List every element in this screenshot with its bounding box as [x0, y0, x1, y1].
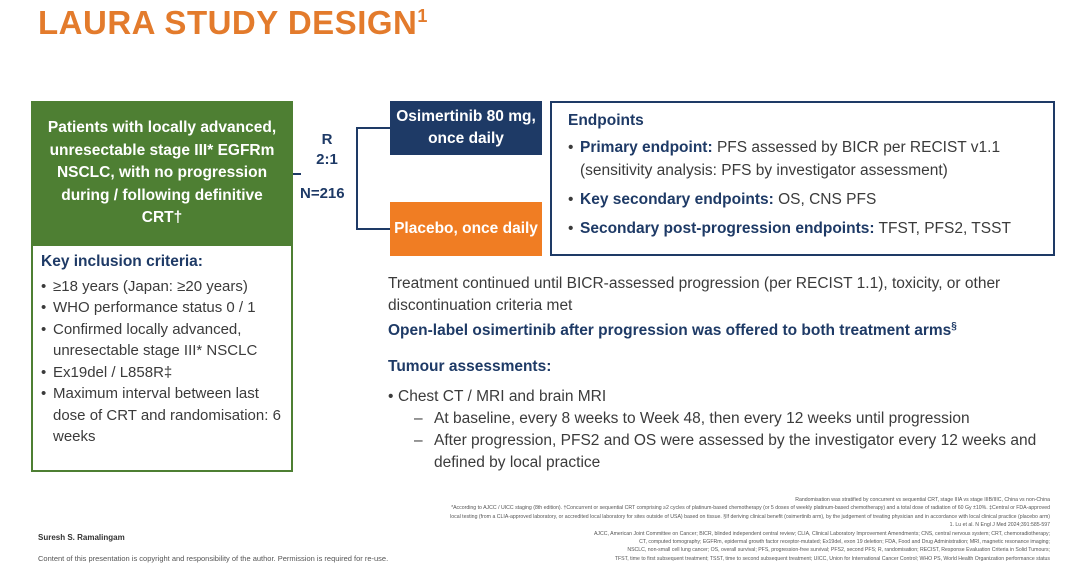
connector-line [293, 173, 301, 175]
inclusion-item: ≥18 years (Japan: ≥20 years) [41, 276, 285, 298]
endpoint-item: Primary endpoint: PFS assessed by BICR p… [568, 136, 1037, 182]
footnote-line: Randomisation was stratified by concurre… [795, 497, 1050, 503]
inclusion-item: WHO performance status 0 / 1 [41, 297, 285, 319]
footnote-line: AJCC, American Joint Committee on Cancer… [593, 530, 1050, 537]
footnote-line: TFST, time to first subsequent treatment… [614, 555, 1050, 562]
patients-box: Patients with locally advanced, unresect… [31, 101, 293, 246]
copyright-notice: Content of this presentation is copyrigh… [38, 554, 389, 563]
placebo-arm: Placebo, once daily [390, 202, 542, 256]
footnote-line: CT, computed tomography; EGFRm, epiderma… [639, 539, 1050, 546]
inclusion-item: Ex19del / L858R‡ [41, 362, 285, 384]
footnotes: Randomisation was stratified by concurre… [360, 496, 1050, 563]
footnote-line: 1. Lu et al. N Engl J Med 2024;391:585-5… [949, 522, 1050, 529]
tumour-subitem: At baseline, every 8 weeks to Week 48, t… [398, 408, 1048, 430]
footnote-line: local testing (from a CLIA-approved labo… [450, 513, 1050, 520]
endpoints-box: Endpoints Primary endpoint: PFS assessed… [550, 101, 1055, 256]
tumour-subitem: After progression, PFS2 and OS were asse… [398, 430, 1048, 474]
footnote-line: *According to AJCC / UICC staging (8th e… [451, 505, 1050, 512]
osimertinib-arm: Osimertinib 80 mg, once daily [390, 101, 542, 155]
tumour-assessments-list: Chest CT / MRI and brain MRI At baseline… [388, 386, 1048, 474]
connector-line [356, 127, 390, 129]
inclusion-item: Confirmed locally advanced, unresectable… [41, 319, 285, 362]
title-reference: 1 [417, 6, 428, 26]
randomisation-label: R 2:1 [312, 130, 342, 170]
page-title: LAURA STUDY DESIGN1 [38, 4, 428, 41]
tumour-bullet: Chest CT / MRI and brain MRI At baseline… [388, 386, 1048, 474]
endpoint-item: Secondary post-progression endpoints: TF… [568, 217, 1037, 240]
sample-size: N=216 [300, 185, 345, 202]
treatment-continuation-text: Treatment continued until BICR-assessed … [388, 275, 1001, 314]
open-label-statement: Open-label osimertinib after progression… [388, 321, 957, 340]
connector-line [356, 127, 358, 229]
endpoints-heading: Endpoints [568, 112, 644, 129]
randomisation-ratio: 2:1 [316, 151, 338, 168]
placebo-arm-label: Placebo, once daily [394, 220, 538, 237]
inclusion-criteria-box: Key inclusion criteria: ≥18 years (Japan… [31, 246, 293, 472]
footnote-line: NSCLC, non-small cell lung cancer; OS, o… [627, 547, 1050, 554]
patients-description: Patients with locally advanced, unresect… [47, 119, 277, 227]
inclusion-item: Maximum interval between last dose of CR… [41, 383, 285, 448]
endpoint-item: Key secondary endpoints: OS, CNS PFS [568, 188, 1037, 211]
inclusion-list: ≥18 years (Japan: ≥20 years) WHO perform… [41, 276, 285, 448]
tumour-assessments-heading: Tumour assessments: [388, 358, 552, 375]
osimertinib-arm-label: Osimertinib 80 mg, once daily [396, 108, 536, 147]
presenter-name: Suresh S. Ramalingam [38, 533, 125, 542]
randomisation-r: R [321, 131, 333, 148]
connector-line [356, 228, 390, 230]
endpoints-list: Primary endpoint: PFS assessed by BICR p… [568, 136, 1037, 240]
inclusion-heading: Key inclusion criteria: [41, 253, 203, 270]
